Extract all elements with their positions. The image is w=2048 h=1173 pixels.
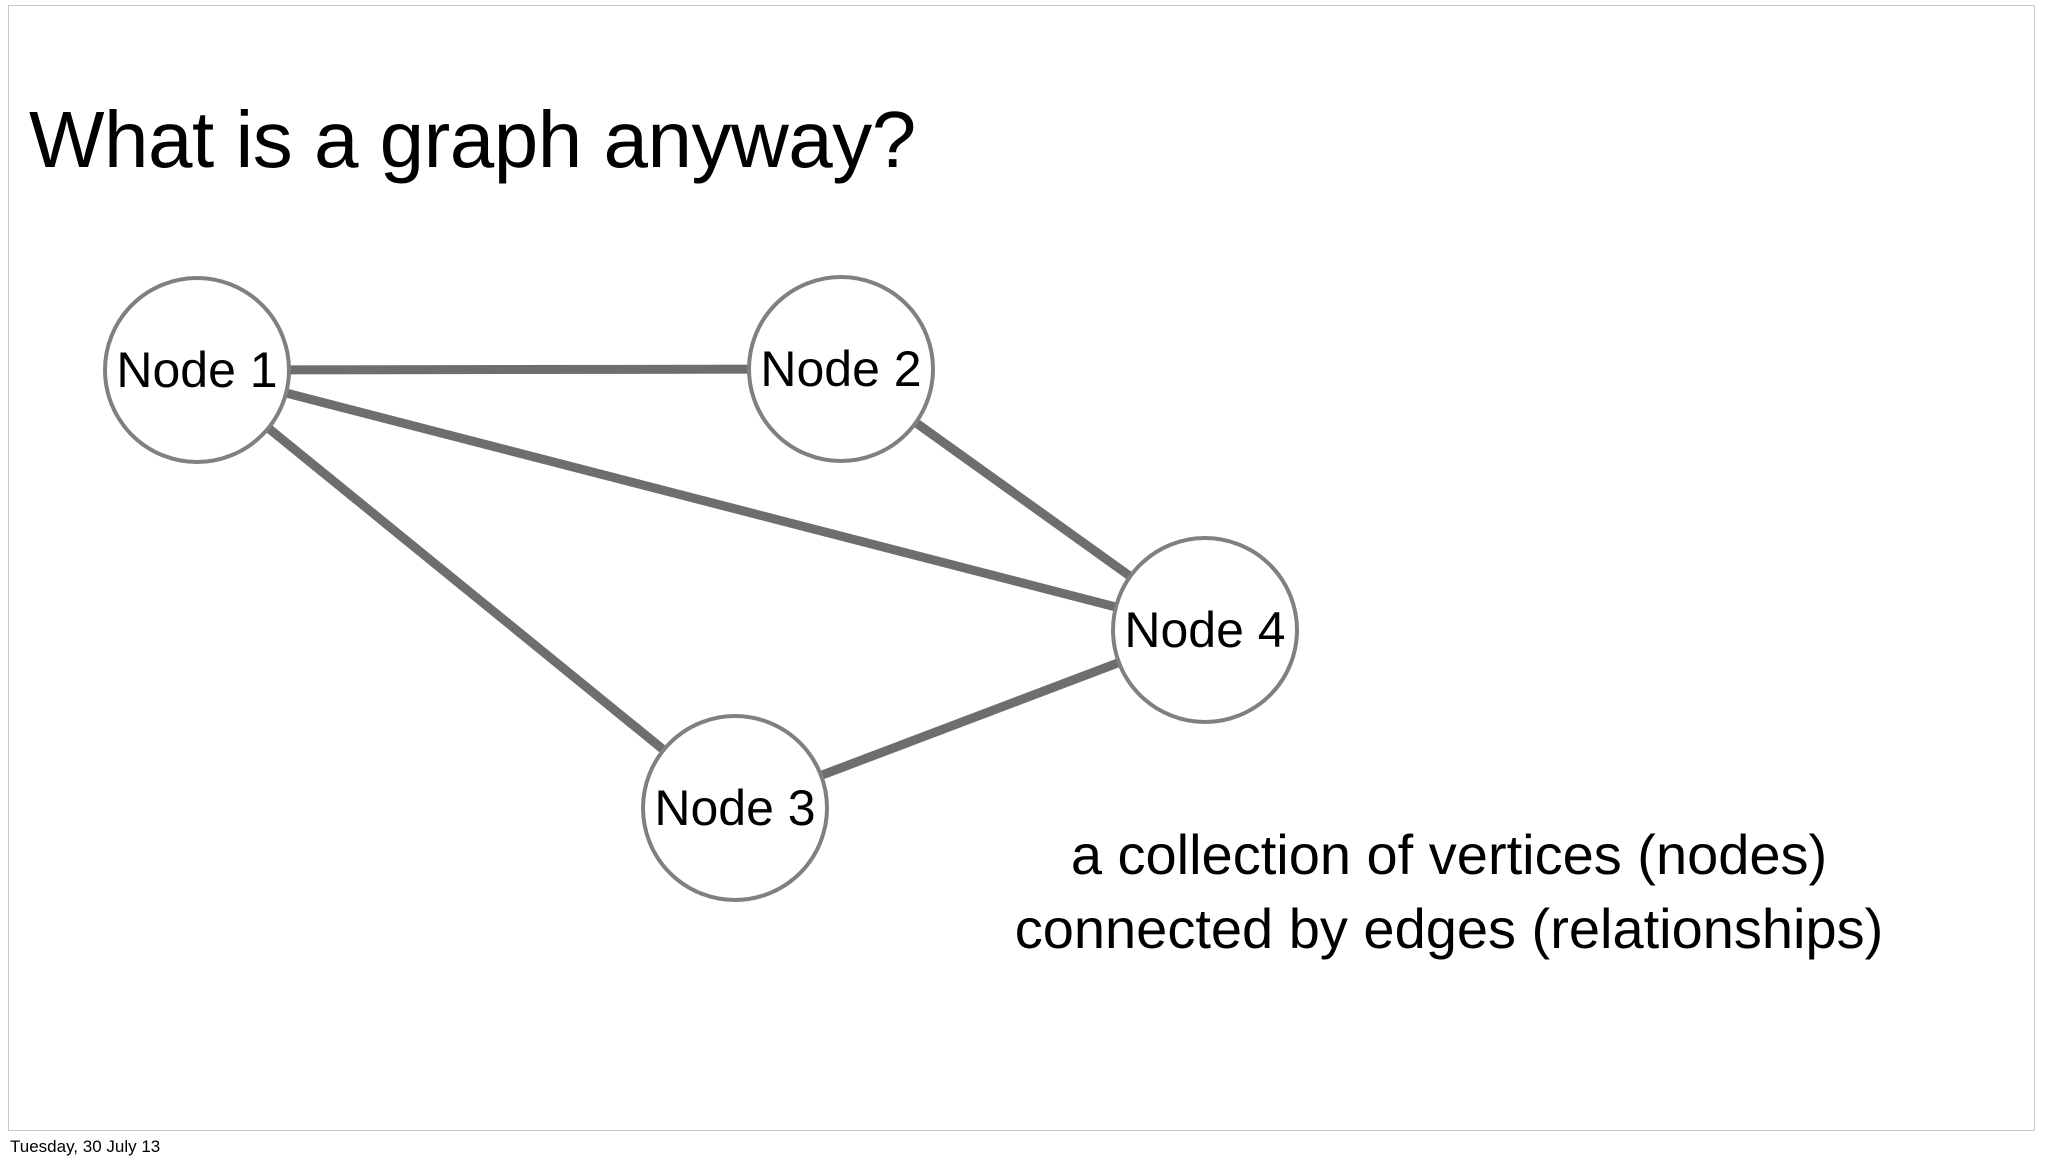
- caption-block: a collection of vertices (nodes) connect…: [949, 818, 1949, 966]
- node-circle[interactable]: [1111, 536, 1299, 724]
- graph-node-n1[interactable]: Node 1: [103, 276, 291, 464]
- node-label: Node 1: [116, 342, 277, 398]
- node-circle[interactable]: [641, 714, 829, 902]
- graph-edge: [196, 364, 842, 375]
- node-layer: Node 1 Node 2 Node 3 Node 4: [103, 275, 1299, 902]
- node-circle[interactable]: [103, 276, 291, 464]
- graph-node-n3[interactable]: Node 3: [641, 714, 829, 902]
- graph-svg: Node 1 Node 2 Node 3 Node 4: [103, 275, 1299, 902]
- page-title: What is a graph anyway?: [29, 95, 916, 184]
- caption-line-1: a collection of vertices (nodes): [1070, 823, 1828, 886]
- caption-line-2: connected by edges (relationships): [1014, 897, 1884, 960]
- node-circle[interactable]: [747, 275, 935, 463]
- node-label: Node 2: [760, 341, 921, 397]
- graph-node-n2[interactable]: Node 2: [747, 275, 935, 463]
- graph-diagram: Node 1 Node 2 Node 3 Node 4: [9, 6, 2034, 1130]
- graph-edge: [194, 366, 738, 812]
- node-label: Node 3: [654, 780, 815, 836]
- graph-edge: [195, 365, 1207, 635]
- graph-node-n4[interactable]: Node 4: [1111, 536, 1299, 724]
- slide-footer-date: Tuesday, 30 July 13: [10, 1137, 161, 1156]
- node-label: Node 4: [1124, 602, 1285, 658]
